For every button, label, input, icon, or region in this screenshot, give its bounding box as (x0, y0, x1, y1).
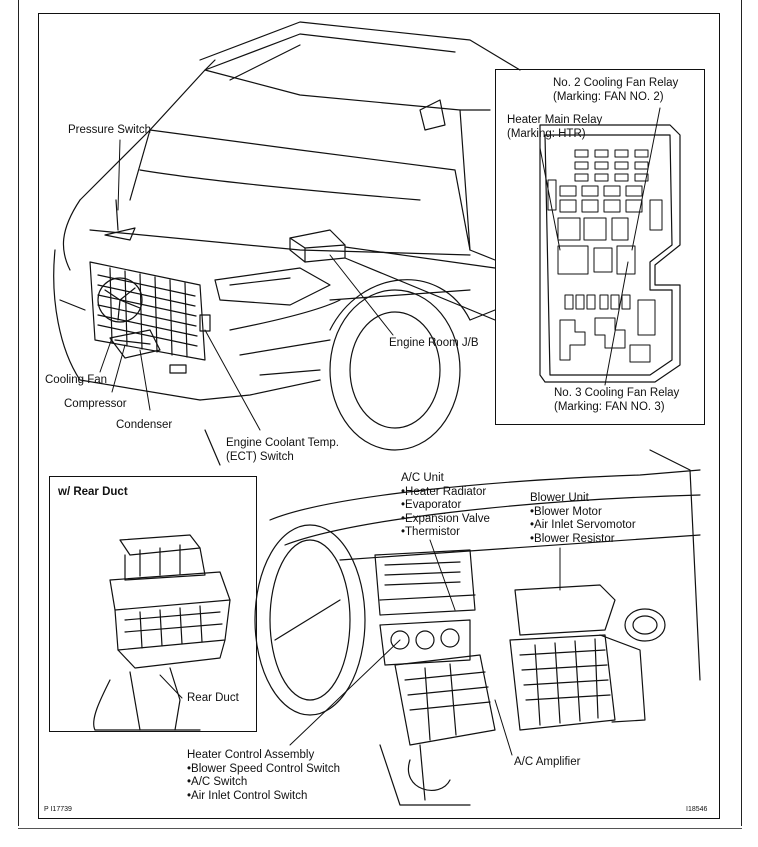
leader-lines (99, 139, 394, 431)
vehicle-drawing (53, 21, 521, 466)
label-rear-duct: Rear Duct (187, 692, 239, 704)
label-pressure-switch: Pressure Switch (68, 124, 152, 136)
label-blower-title: Blower Unit (530, 492, 589, 504)
label-ac-unit: A/C Unit •Heater Radiator •Evaporator •E… (401, 472, 490, 540)
label-no2-fan-relay: No. 2 Cooling Fan Relay (Marking: FAN NO… (553, 77, 678, 104)
label-hca-title: Heater Control Assembly (187, 749, 315, 761)
label-ect-line2: (ECT) Switch (226, 450, 294, 463)
diagram-frame (38, 13, 720, 819)
label-ac-unit-title: A/C Unit (401, 472, 444, 484)
condenser-drawing (89, 199, 211, 374)
label-condenser: Condenser (116, 419, 173, 431)
jb-leader-lines (539, 107, 661, 386)
label-ac-unit-item3: •Expansion Valve (401, 512, 490, 525)
label-ac-unit-item2: •Evaporator (401, 499, 462, 511)
label-compressor: Compressor (64, 398, 127, 410)
label-heater-main-relay: Heater Main Relay (Marking: HTR) (507, 114, 602, 141)
label-ac-unit-item4: •Thermistor (401, 526, 460, 538)
label-ect-line1: Engine Coolant Temp. (226, 437, 339, 449)
dash-leader-lines (289, 539, 561, 756)
label-blower-unit: Blower Unit •Blower Motor •Air Inlet Ser… (530, 492, 636, 546)
label-cooling-fan: Cooling Fan (45, 374, 108, 386)
label-ect-switch: Engine Coolant Temp. (ECT) Switch (226, 437, 339, 464)
label-no3-line1: No. 3 Cooling Fan Relay (554, 387, 680, 399)
figure-code-left: P I17739 (44, 806, 72, 813)
label-heater-control-assembly: Heater Control Assembly •Blower Speed Co… (187, 749, 340, 803)
label-htr-line1: Heater Main Relay (507, 114, 603, 126)
label-blower-item2: •Air Inlet Servomotor (530, 519, 636, 531)
junction-block-detail-box (495, 69, 705, 425)
label-no2-line1: No. 2 Cooling Fan Relay (553, 77, 679, 89)
label-ac-unit-item1: •Heater Radiator (401, 485, 487, 498)
rear-duct-inset-box (49, 476, 257, 732)
rear-duct-drawing (93, 534, 231, 731)
label-rear-duct-title: w/ Rear Duct (58, 486, 128, 498)
label-no3-fan-relay: No. 3 Cooling Fan Relay (Marking: FAN NO… (554, 387, 679, 414)
label-blower-item1: •Blower Motor (530, 505, 602, 518)
figure-code-right: I18546 (686, 806, 708, 813)
label-no3-line2: (Marking: FAN NO. 3) (554, 400, 665, 413)
rear-duct-leader (159, 674, 183, 699)
label-blower-item3: •Blower Resistor (530, 532, 615, 545)
label-ac-amplifier: A/C Amplifier (514, 756, 581, 768)
label-hca-item1: •Blower Speed Control Switch (187, 762, 340, 775)
label-hca-item2: •A/C Switch (187, 776, 248, 788)
label-htr-line2: (Marking: HTR) (507, 127, 586, 140)
label-hca-item3: •Air Inlet Control Switch (187, 789, 308, 802)
label-no2-line2: (Marking: FAN NO. 2) (553, 90, 664, 103)
label-engine-room-jb: Engine Room J/B (389, 337, 479, 349)
page-sheet (18, 0, 742, 826)
bottom-rule (18, 828, 742, 829)
dashboard-drawing (254, 449, 701, 806)
jb-fusebox-drawing (539, 124, 681, 383)
